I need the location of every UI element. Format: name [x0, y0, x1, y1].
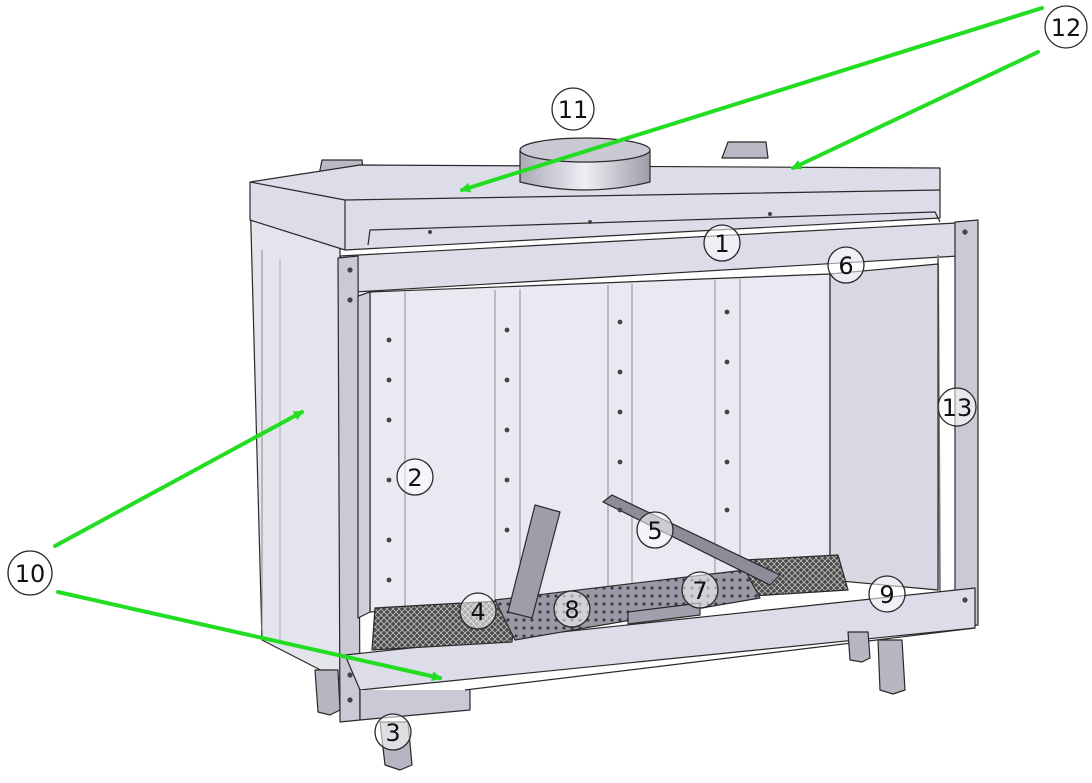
arrow-10-upper [53, 410, 304, 548]
callout-12-label: 12 [1051, 14, 1082, 42]
callout-13-label: 13 [942, 394, 973, 422]
left-front-post [337, 255, 361, 723]
callout-8-label: 8 [564, 596, 579, 624]
callout-7-label: 7 [692, 577, 707, 605]
leg-back-left [314, 669, 341, 716]
callout-1: 1 [703, 224, 741, 262]
callout-4: 4 [459, 592, 497, 630]
left-side-panel [249, 191, 341, 681]
callout-13: 13 [937, 387, 977, 427]
callout-3: 3 [374, 713, 412, 751]
callout-1-label: 1 [714, 230, 729, 258]
callout-7: 7 [681, 571, 719, 609]
callout-2: 2 [396, 458, 434, 496]
callout-5: 5 [636, 511, 674, 549]
callout-8: 8 [553, 590, 591, 628]
leg-back-right [847, 631, 871, 663]
callout-9: 9 [868, 575, 906, 613]
callout-4-label: 4 [470, 598, 485, 626]
top-bracket-right [721, 141, 769, 159]
callout-10: 10 [7, 550, 53, 596]
arrow-10-lower [56, 590, 442, 682]
arrow-12-left [460, 6, 1044, 193]
burner [627, 602, 701, 625]
callout-11: 11 [551, 87, 595, 131]
callout-9-label: 9 [879, 581, 894, 609]
callout-10-label: 10 [15, 560, 46, 588]
log-support-left [507, 504, 561, 619]
indicator-arrows [53, 6, 1044, 682]
callout-6-label: 6 [838, 252, 853, 280]
arrow-12-right [791, 50, 1040, 170]
firebox-strips [404, 279, 741, 612]
callout-3-label: 3 [385, 719, 400, 747]
callout-6: 6 [827, 246, 865, 284]
right-inner-panel [829, 263, 939, 591]
fireplace-body [249, 137, 979, 771]
callout-11-label: 11 [558, 96, 589, 124]
callout-2-label: 2 [407, 464, 422, 492]
frame-rivets [347, 212, 968, 703]
callout-12: 12 [1044, 5, 1088, 49]
callout-5-label: 5 [647, 517, 662, 545]
leg-front-right [877, 639, 906, 695]
